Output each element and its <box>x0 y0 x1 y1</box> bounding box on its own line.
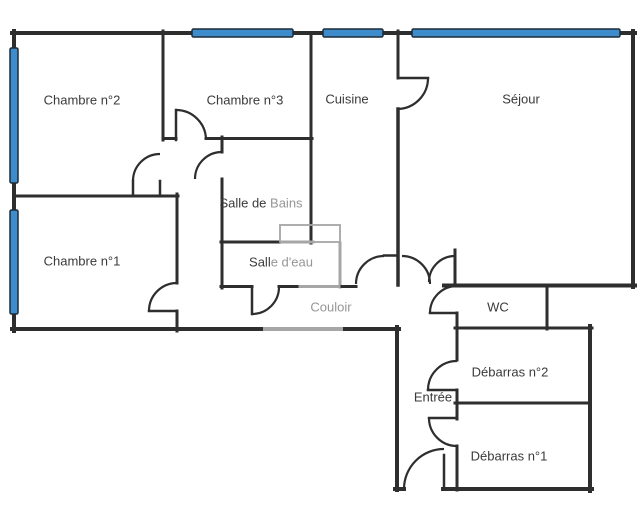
duct-box <box>279 224 341 243</box>
room-label-part: Sall <box>249 255 271 270</box>
door-wc-arc <box>428 284 458 314</box>
room-label-part: e d'eau <box>271 255 313 270</box>
room-label-part: Débarras n°1 <box>471 449 548 464</box>
room-label-part: Entrée <box>414 390 452 405</box>
room-label-entree: Entrée <box>414 390 452 405</box>
room-label-part: Débarras n°2 <box>472 365 549 380</box>
door-cuisine-arc <box>397 77 430 111</box>
room-label-part: Chambre n°2 <box>44 93 121 108</box>
room-label-chambre-3: Chambre n°3 <box>207 93 284 108</box>
room-label-chambre-1: Chambre n°1 <box>44 254 121 269</box>
door-chambre-3-arc <box>175 108 208 141</box>
room-label-salle-d-eau: Salle d'eau <box>249 255 313 270</box>
door-bains-arc <box>193 150 223 180</box>
window-chambre-3 <box>191 28 294 38</box>
window-chambre-2 <box>9 47 19 184</box>
window-sejour <box>411 28 621 38</box>
room-label-part: Bains <box>270 196 303 211</box>
door-debarras-1-arc <box>427 417 458 448</box>
room-label-part: Couloir <box>310 300 352 315</box>
dbl-door-right-arc <box>401 254 432 285</box>
room-label-debarras-2: Débarras n°2 <box>472 365 549 380</box>
room-label-part: Séjour <box>502 92 540 107</box>
room-label-debarras-1: Débarras n°1 <box>471 449 548 464</box>
door-salle-eau-arc <box>251 286 281 316</box>
room-label-part: Chambre n°3 <box>207 93 284 108</box>
room-label-chambre-2: Chambre n°2 <box>44 93 121 108</box>
dbl-door-left-arc <box>354 254 385 285</box>
door-debarras-2-arc <box>426 359 458 391</box>
room-label-part: Cuisine <box>325 92 368 107</box>
room-label-part: Chambre n°1 <box>44 254 121 269</box>
room-label-part: WC <box>487 300 509 315</box>
room-label-cuisine: Cuisine <box>325 92 368 107</box>
room-label-salle-de-bains: Salle de Bains <box>219 196 303 211</box>
door-lobby-arc <box>427 254 456 283</box>
window-chambre-1 <box>9 209 19 315</box>
room-label-wc: WC <box>487 300 509 315</box>
window-cuisine <box>322 28 384 38</box>
door-chambre-2-arc <box>131 152 161 182</box>
door-entrance-arc <box>402 447 445 490</box>
room-label-sejour: Séjour <box>502 92 540 107</box>
door-chambre-1-arc <box>147 281 178 312</box>
room-label-part: Salle de <box>219 196 270 211</box>
room-label-couloir: Couloir <box>310 300 352 315</box>
